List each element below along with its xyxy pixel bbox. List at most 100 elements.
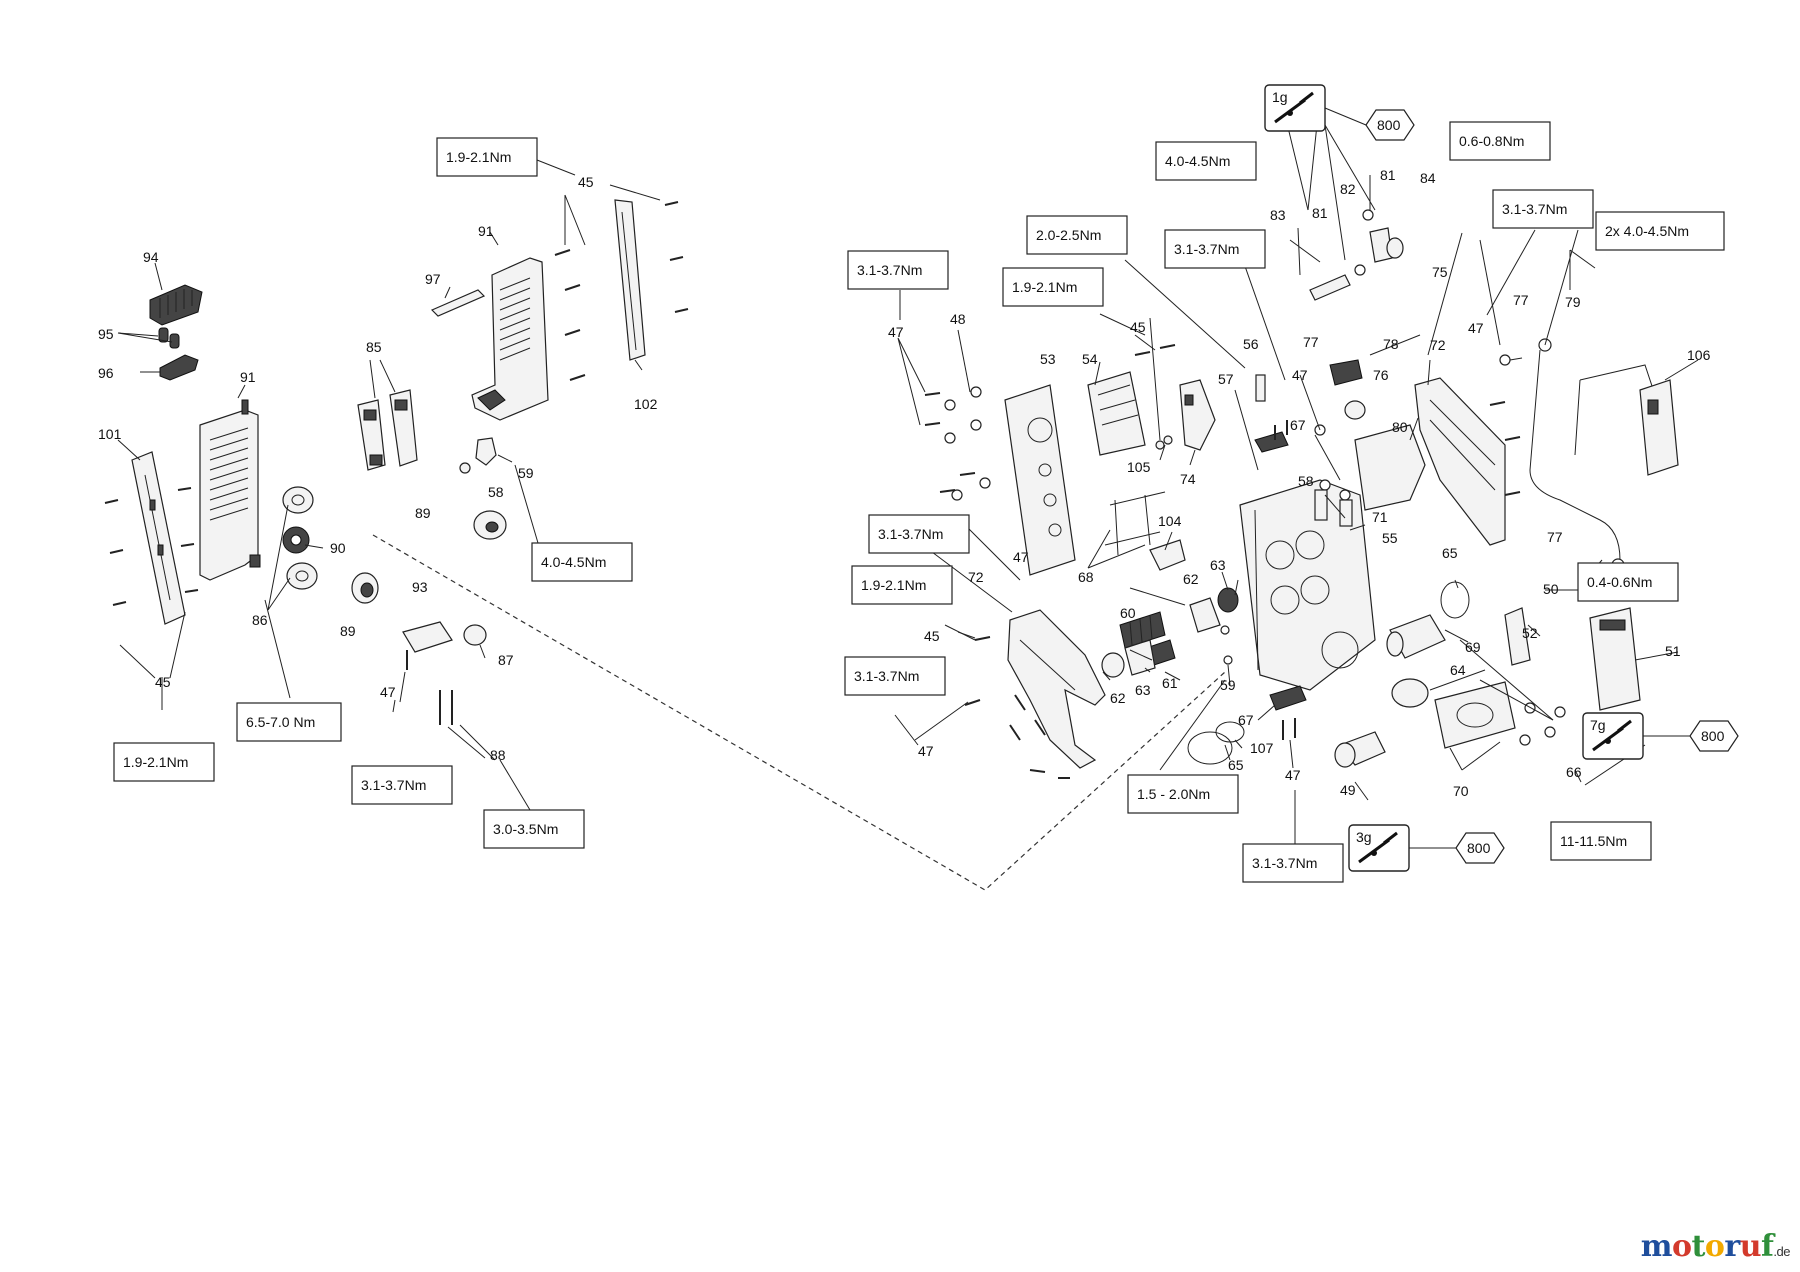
part-84-drawing [1354, 209, 1404, 276]
part-label-74: 74 [1180, 471, 1196, 487]
grease-code-g1: 800 [1377, 117, 1401, 133]
part-label-47f: 47 [1285, 767, 1301, 783]
grease-amount-g3: 3g [1356, 829, 1372, 845]
part-label-72a: 72 [1430, 337, 1446, 353]
part-label-51: 51 [1665, 643, 1681, 659]
part-label-96: 96 [98, 365, 114, 381]
part-label-45a: 45 [578, 174, 594, 190]
part-label-104: 104 [1158, 513, 1182, 529]
part-label-72b: 72 [968, 569, 984, 585]
torque-box-t12: 0.6-0.8Nm [1449, 121, 1551, 161]
svg-text:3.1-3.7Nm: 3.1-3.7Nm [1502, 201, 1567, 217]
part-label-63a: 63 [1210, 557, 1226, 573]
torque-box-t13: 3.1-3.7Nm [1492, 189, 1594, 229]
grease-callout-g1: 1g 800 [1264, 84, 1415, 141]
part-label-82: 82 [1340, 181, 1356, 197]
part-97-drawing [430, 289, 486, 317]
part-label-88: 88 [490, 747, 506, 763]
part-label-102: 102 [634, 396, 658, 412]
torque-box-t14: 2x 4.0-4.5Nm [1595, 211, 1725, 251]
part-53-drawing [1004, 384, 1076, 576]
part-80-drawing [1354, 424, 1426, 511]
part-label-48: 48 [950, 311, 966, 327]
part-label-52: 52 [1522, 625, 1538, 641]
part-label-91a: 91 [478, 223, 494, 239]
group-dashed-line [372, 534, 1226, 891]
part-64-drawing [1391, 678, 1429, 708]
part-70-drawing [1434, 681, 1516, 749]
part-label-55: 55 [1382, 530, 1398, 546]
torque-box-t1: 1.9-2.1Nm [436, 137, 538, 177]
part-label-101: 101 [98, 426, 122, 442]
part-label-47g: 47 [918, 743, 934, 759]
svg-text:3.1-3.7Nm: 3.1-3.7Nm [857, 262, 922, 278]
part-label-106: 106 [1687, 347, 1711, 363]
svg-text:3.1-3.7Nm: 3.1-3.7Nm [878, 526, 943, 542]
part-79-drawing [1529, 338, 1625, 572]
part-label-53: 53 [1040, 351, 1056, 367]
part-label-58b: 58 [1298, 473, 1314, 489]
part-63b-drawing [1124, 639, 1156, 676]
part-label-47e: 47 [1013, 549, 1029, 565]
screws-45c [1134, 344, 1176, 356]
part-label-77c: 77 [1547, 529, 1563, 545]
svg-text:4.0-4.5Nm: 4.0-4.5Nm [541, 554, 606, 570]
part-label-107: 107 [1250, 740, 1274, 756]
torque-box-t19: 1.5 - 2.0Nm [1127, 774, 1239, 814]
grease-amount-g1: 1g [1272, 89, 1288, 105]
part-label-90: 90 [330, 540, 346, 556]
part-55-drawing [1239, 479, 1376, 691]
part-label-84: 84 [1420, 170, 1436, 186]
part-label-47a: 47 [380, 684, 396, 700]
part-96-drawing [159, 354, 199, 381]
svg-text:0.4-0.6Nm: 0.4-0.6Nm [1587, 574, 1652, 590]
grease-callout-g3: 3g 800 [1348, 824, 1505, 872]
part-72b-drawing [1007, 609, 1106, 769]
part-label-47b: 47 [888, 324, 904, 340]
part-60-drawing [1119, 611, 1166, 649]
part-label-67a: 67 [1290, 417, 1306, 433]
part-label-58a: 58 [488, 484, 504, 500]
part-107-drawing [1215, 721, 1245, 743]
leader-lines [117, 114, 1699, 850]
part-58b-drawing [1314, 479, 1353, 527]
part-51-drawing [1589, 607, 1641, 711]
torque-box-t4: 6.5-7.0 Nm [236, 702, 342, 742]
svg-text:1.9-2.1Nm: 1.9-2.1Nm [1012, 279, 1077, 295]
torque-callouts: 1.9-2.1Nm 4.0-4.5Nm 1.9-2.1Nm 6.5-7.0 Nm… [113, 121, 1725, 883]
part-label-45d: 45 [924, 628, 940, 644]
part-label-62a: 62 [1183, 571, 1199, 587]
part-label-77b: 77 [1513, 292, 1529, 308]
part-label-54: 54 [1082, 351, 1098, 367]
part-label-77a: 77 [1303, 334, 1319, 350]
screws-45d [964, 636, 1070, 779]
part-65a-drawing [1440, 581, 1470, 619]
part-number-labels: 45 91 97 102 85 58 59 89 94 95 96 91 101… [98, 167, 1711, 799]
part-label-57: 57 [1218, 371, 1234, 387]
part-52-drawing [1504, 607, 1531, 666]
logo-letter: o [1672, 1229, 1692, 1264]
svg-text:3.1-3.7Nm: 3.1-3.7Nm [854, 668, 919, 684]
torque-box-t5: 3.1-3.7Nm [351, 765, 453, 805]
part-label-89a: 89 [415, 505, 431, 521]
part-label-70: 70 [1453, 783, 1469, 799]
torque-box-t11: 4.0-4.5Nm [1155, 141, 1257, 181]
part-label-56: 56 [1243, 336, 1259, 352]
torque-box-t3: 1.9-2.1Nm [113, 742, 215, 782]
part-94-drawing [149, 284, 203, 326]
grease-gun-icon [1358, 831, 1398, 864]
part-label-89b: 89 [340, 623, 356, 639]
part-76-drawing [1314, 400, 1366, 436]
part-102-drawing [614, 199, 646, 361]
part-48-drawing [944, 386, 991, 501]
part-label-79: 79 [1565, 294, 1581, 310]
part-label-59b: 59 [1220, 677, 1236, 693]
part-93-drawing [402, 621, 453, 653]
part-67a-drawing [1254, 431, 1289, 453]
part-59b-drawing [1220, 625, 1233, 665]
screws-66 [1519, 702, 1566, 746]
part-83-drawing [1309, 274, 1351, 301]
part-label-71: 71 [1372, 509, 1388, 525]
part-label-76: 76 [1373, 367, 1389, 383]
